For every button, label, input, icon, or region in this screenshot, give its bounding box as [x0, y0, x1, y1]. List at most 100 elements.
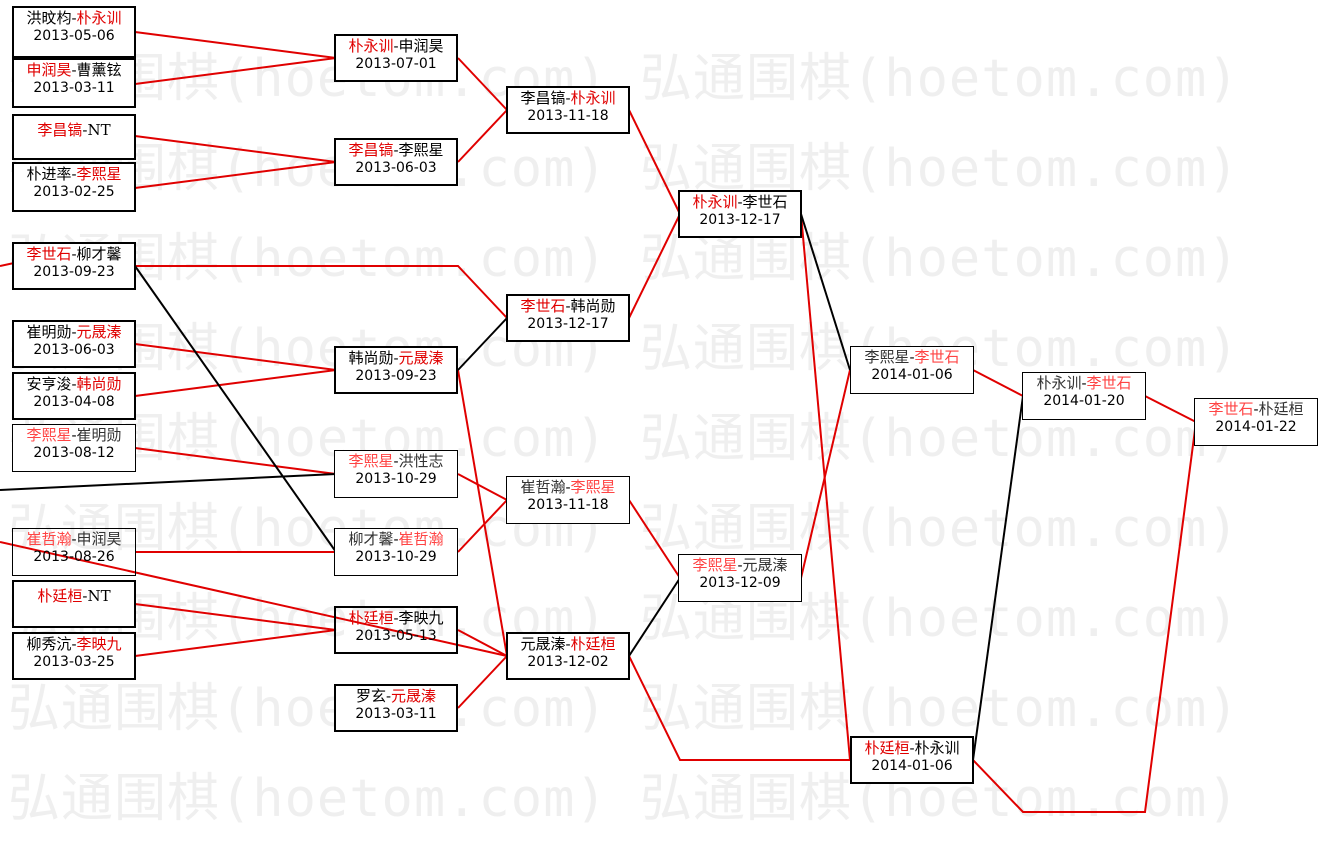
player-name: 李映九 [398, 609, 444, 627]
match-box[interactable]: 李昌镐-NT [12, 114, 136, 160]
player-name: 罗玄 [355, 687, 386, 705]
player-name: 洪性志 [398, 452, 444, 470]
player-name: 李世石 [1086, 374, 1132, 392]
match-players: 朴永训-申润昊 [348, 37, 444, 55]
player-name: 元晟溱 [520, 635, 566, 653]
player-name: 崔明勋 [26, 323, 72, 341]
player-name: 朴廷桓 [864, 739, 910, 757]
player-name: 洪旼枃 [26, 9, 72, 27]
player-name: 元晟溱 [742, 556, 788, 574]
player-name: 李熙星 [398, 141, 444, 159]
player-name: 申润昊 [398, 37, 444, 55]
player-name: 朴廷桓 [570, 635, 616, 653]
player-name: 曹薰铉 [76, 61, 122, 79]
player-name: 崔明勋 [76, 426, 122, 444]
match-players: 李世石-朴廷桓 [1208, 400, 1304, 418]
player-name: NT [87, 121, 111, 139]
match-players: 李昌镐-NT [37, 121, 111, 139]
player-name: 朴永训 [692, 193, 738, 211]
match-players: 李熙星-崔明勋 [26, 426, 122, 444]
player-name: 韩尚勋 [76, 375, 122, 393]
match-players: 柳才馨-崔哲瀚 [348, 530, 444, 548]
player-name: 李世石 [742, 193, 788, 211]
match-players: 元晟溱-朴廷桓 [520, 635, 616, 653]
player-name: 李熙星 [26, 426, 72, 444]
player-name: 柳秀沆 [26, 635, 72, 653]
match-date: 2013-12-09 [699, 575, 781, 591]
match-players: 崔哲瀚-李熙星 [520, 478, 616, 496]
player-name: 李熙星 [692, 556, 738, 574]
match-players: 朴永训-李世石 [1036, 374, 1132, 392]
match-date: 2014-01-06 [871, 367, 953, 383]
player-name: 李熙星 [864, 348, 910, 366]
match-players: 安亨浚-韩尚勋 [26, 375, 122, 393]
player-name: 李昌镐 [520, 89, 566, 107]
match-players: 申润昊-曹薰铉 [26, 61, 122, 79]
match-date: 2014-01-20 [1043, 393, 1125, 409]
match-date: 2013-09-23 [355, 368, 437, 384]
match-players: 朴廷桓-朴永训 [864, 739, 960, 757]
player-name: 崔哲瀚 [398, 530, 444, 548]
player-name: 元晟溱 [76, 323, 122, 341]
match-date: 2013-07-01 [355, 56, 437, 72]
player-name: 朴永训 [570, 89, 616, 107]
match-date: 2013-08-12 [33, 445, 115, 461]
match-players: 李昌镐-李熙星 [348, 141, 444, 159]
player-name: 柳才馨 [76, 245, 122, 263]
match-box[interactable]: 朴廷桓-NT [12, 580, 136, 628]
match-date: 2013-11-18 [527, 497, 609, 513]
match-date: 2013-11-18 [527, 108, 609, 124]
player-name: 李熙星 [348, 452, 394, 470]
player-name: 李昌镐 [37, 121, 83, 139]
match-players: 洪旼枃-朴永训 [26, 9, 122, 27]
match-date: 2013-12-02 [527, 654, 609, 670]
match-date: 2013-10-29 [355, 549, 437, 565]
match-date: 2013-12-17 [527, 316, 609, 332]
match-date: 2013-10-29 [355, 471, 437, 487]
match-players: 李熙星-李世石 [864, 348, 960, 366]
match-players: 李熙星-元晟溱 [692, 556, 788, 574]
match-players: 罗玄-元晟溱 [355, 687, 437, 705]
match-players: 柳秀沆-李映九 [26, 635, 122, 653]
match-players: 崔明勋-元晟溱 [26, 323, 122, 341]
match-players: 朴进率-李熙星 [26, 165, 122, 183]
player-name: 崔哲瀚 [520, 478, 566, 496]
player-name: 李世石 [520, 297, 566, 315]
player-name: 朴永训 [76, 9, 122, 27]
match-players: 李世石-柳才馨 [26, 245, 122, 263]
match-date: 2013-03-25 [33, 654, 115, 670]
player-name: 朴廷桓 [1258, 400, 1304, 418]
player-name: 李世石 [26, 245, 72, 263]
player-name: 崔哲瀚 [26, 530, 72, 548]
player-name: 李熙星 [76, 165, 122, 183]
match-date: 2013-09-23 [33, 264, 115, 280]
match-date: 2013-04-08 [33, 394, 115, 410]
